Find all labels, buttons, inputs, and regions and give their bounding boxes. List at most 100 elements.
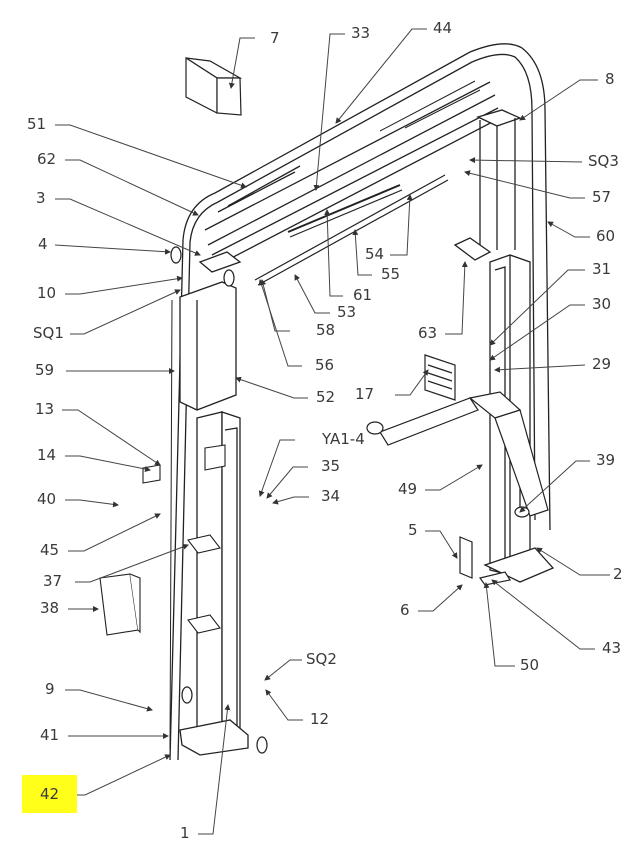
callout-12: 12 bbox=[310, 710, 330, 728]
leader-line-61 bbox=[324, 209, 343, 297]
callout-29: 29 bbox=[592, 355, 612, 373]
leader-line-5 bbox=[425, 530, 458, 559]
callout-49: 49 bbox=[398, 480, 418, 498]
callout-60: 60 bbox=[596, 227, 616, 245]
callout-59: 59 bbox=[35, 361, 55, 379]
callout-YA1-4: YA1-4 bbox=[322, 430, 365, 448]
callout-37: 37 bbox=[43, 572, 63, 590]
callout-35: 35 bbox=[321, 457, 341, 475]
callout-33: 33 bbox=[351, 24, 371, 42]
callout-6: 6 bbox=[400, 601, 410, 619]
callout-42: 42 bbox=[40, 785, 60, 803]
leader-line-62 bbox=[65, 159, 199, 216]
overhead-beam bbox=[169, 43, 551, 761]
callout-8: 8 bbox=[605, 70, 615, 88]
callout-52: 52 bbox=[316, 388, 336, 406]
callout-leader-lines bbox=[54, 28, 610, 835]
callout-54: 54 bbox=[365, 245, 385, 263]
safety-plate bbox=[424, 354, 456, 401]
leader-line-12 bbox=[265, 689, 303, 721]
leader-line-9 bbox=[65, 689, 153, 712]
leader-line-60 bbox=[547, 221, 590, 238]
callout-34: 34 bbox=[321, 487, 341, 505]
leader-line-45 bbox=[68, 513, 161, 552]
leader-line-51 bbox=[55, 124, 247, 189]
leader-line-4 bbox=[54, 244, 171, 255]
callout-62: 62 bbox=[37, 150, 57, 168]
leader-line-8 bbox=[519, 79, 598, 121]
leader-line-30 bbox=[489, 304, 585, 361]
callout-9: 9 bbox=[45, 680, 55, 698]
leader-line-40 bbox=[65, 499, 119, 508]
callout-13: 13 bbox=[35, 400, 55, 418]
leader-line-63 bbox=[445, 261, 468, 335]
leader-line-56 bbox=[258, 279, 302, 367]
callout-SQ1: SQ1 bbox=[33, 324, 64, 342]
callout-SQ2: SQ2 bbox=[306, 650, 337, 668]
leader-line-29 bbox=[494, 364, 586, 373]
leader-line-1 bbox=[198, 704, 231, 835]
callout-56: 56 bbox=[315, 356, 335, 374]
leader-line-7 bbox=[228, 37, 255, 89]
callout-SQ3: SQ3 bbox=[588, 152, 619, 170]
leader-line-35 bbox=[266, 466, 308, 499]
leader-line-SQ2 bbox=[264, 659, 302, 681]
callout-51: 51 bbox=[27, 115, 47, 133]
leader-line-58 bbox=[260, 279, 290, 332]
leader-line-34 bbox=[272, 496, 309, 505]
leader-line-42 bbox=[68, 754, 171, 796]
callout-39: 39 bbox=[596, 451, 616, 469]
callout-7: 7 bbox=[270, 29, 280, 47]
lift-arm bbox=[366, 391, 549, 518]
callout-50: 50 bbox=[520, 656, 540, 674]
leader-line-2 bbox=[536, 547, 610, 576]
leader-line-3 bbox=[55, 198, 201, 256]
leader-line-YA1-4 bbox=[258, 439, 295, 497]
leader-line-52 bbox=[235, 376, 308, 399]
callout-3: 3 bbox=[36, 189, 46, 207]
leader-line-33 bbox=[313, 33, 345, 191]
leader-line-44 bbox=[335, 28, 427, 124]
callout-14: 14 bbox=[37, 446, 57, 464]
leader-line-57 bbox=[464, 170, 585, 199]
callout-38: 38 bbox=[40, 599, 60, 617]
leader-line-31 bbox=[489, 269, 585, 346]
callout-55: 55 bbox=[381, 265, 401, 283]
callout-4: 4 bbox=[38, 235, 48, 253]
callout-17: 17 bbox=[355, 385, 375, 403]
callout-44: 44 bbox=[433, 19, 453, 37]
callout-57: 57 bbox=[592, 188, 612, 206]
leader-line-13 bbox=[62, 409, 161, 466]
leader-line-43 bbox=[491, 579, 595, 650]
leader-line-53 bbox=[294, 274, 330, 314]
callout-1: 1 bbox=[180, 824, 190, 842]
callout-10: 10 bbox=[37, 284, 57, 302]
callout-40: 40 bbox=[37, 490, 57, 508]
leader-line-54 bbox=[390, 194, 413, 256]
leader-line-17 bbox=[395, 369, 429, 396]
callout-45: 45 bbox=[40, 541, 60, 559]
callout-63: 63 bbox=[418, 324, 438, 342]
callout-61: 61 bbox=[353, 286, 373, 304]
left-post bbox=[169, 251, 249, 756]
leader-line-SQ3 bbox=[469, 157, 583, 164]
leader-line-55 bbox=[352, 229, 372, 276]
leader-line-37 bbox=[75, 543, 189, 583]
leader-line-39 bbox=[519, 460, 590, 513]
part-7-cover-box bbox=[185, 56, 243, 116]
base-plate-parts bbox=[459, 536, 511, 586]
post-brackets bbox=[99, 444, 226, 636]
callout-5: 5 bbox=[408, 521, 418, 539]
callout-58: 58 bbox=[316, 321, 336, 339]
synchronizer-rods bbox=[254, 174, 449, 286]
highlight-42 bbox=[22, 775, 77, 813]
leader-line-49 bbox=[425, 464, 483, 491]
callout-53: 53 bbox=[337, 303, 357, 321]
leader-line-10 bbox=[65, 275, 183, 295]
callout-43: 43 bbox=[602, 639, 622, 657]
callout-41: 41 bbox=[40, 726, 60, 744]
leader-line-SQ1 bbox=[70, 289, 181, 335]
pulleys bbox=[170, 246, 268, 754]
